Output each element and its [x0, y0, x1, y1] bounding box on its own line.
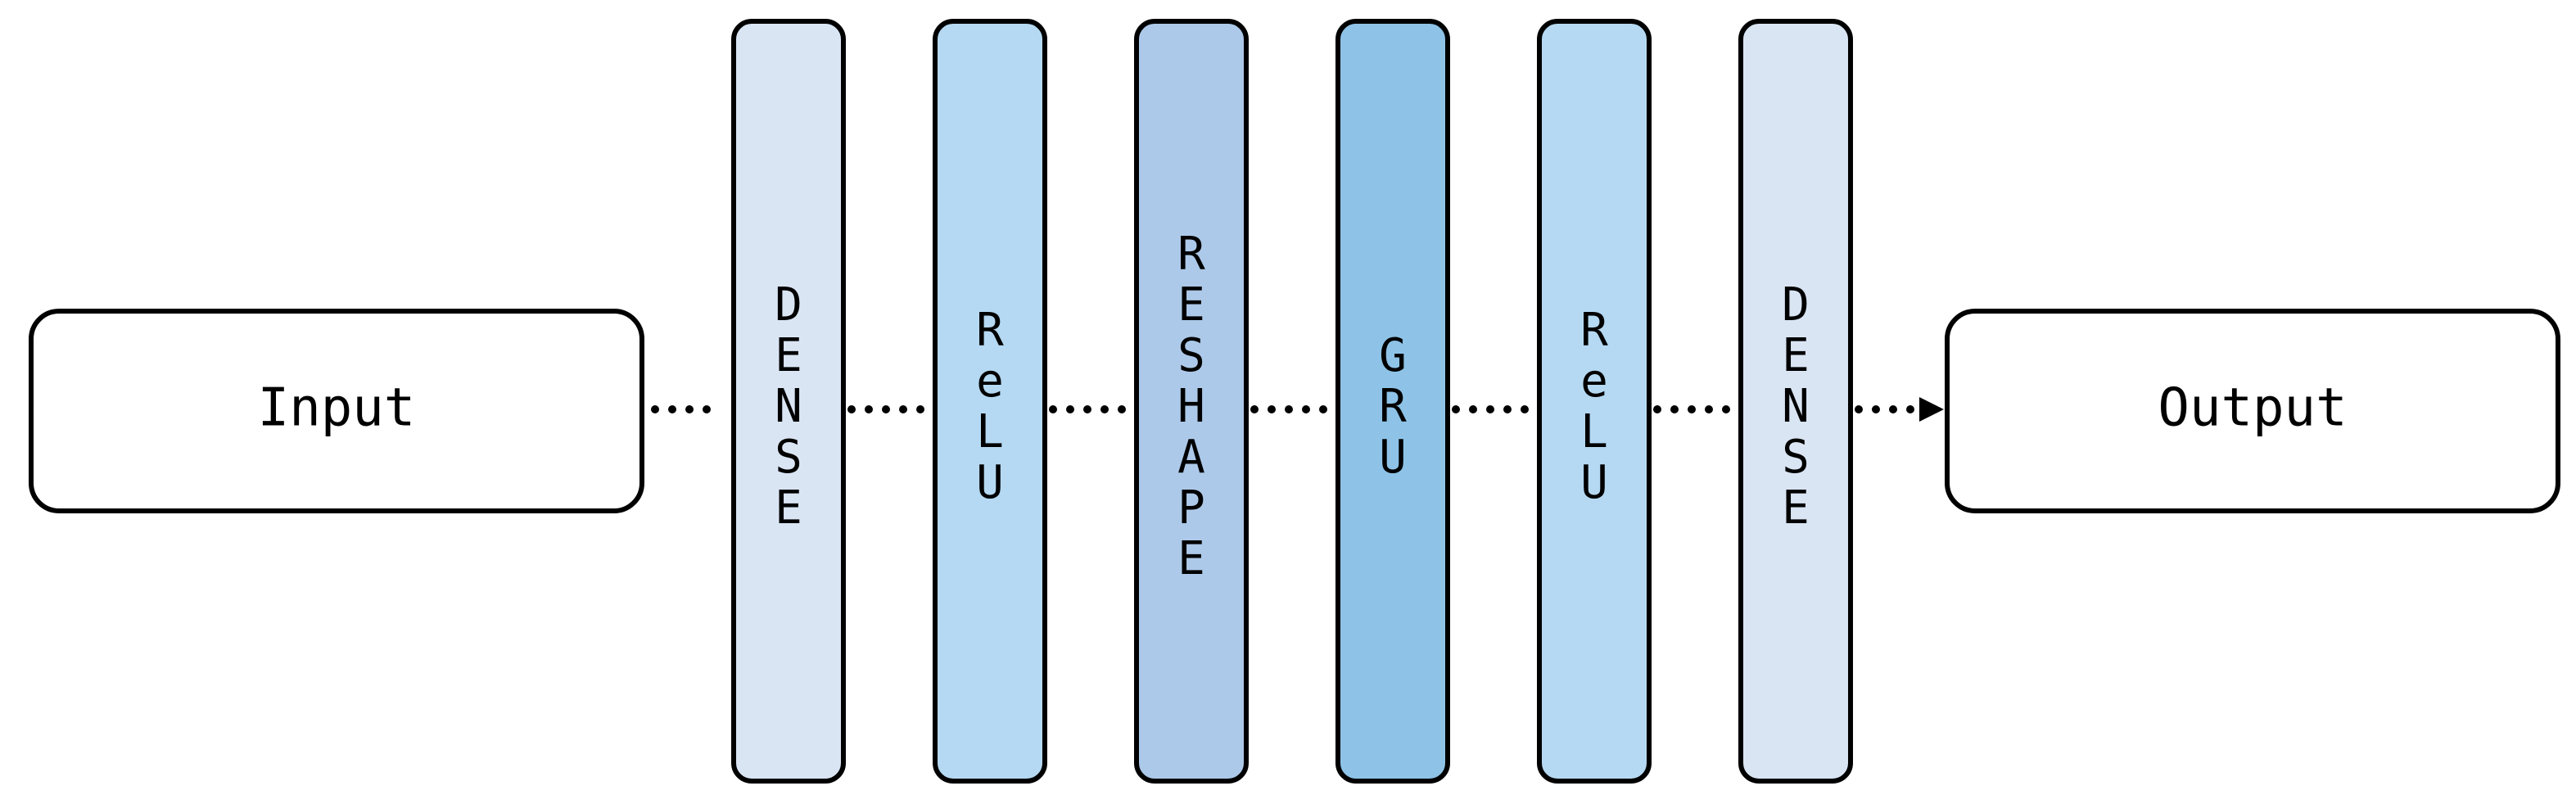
layer-box	[933, 19, 1047, 784]
layer-box	[731, 19, 846, 784]
output-node: Output	[1945, 309, 2560, 513]
layer-box	[1134, 19, 1249, 784]
connectors	[651, 397, 1944, 422]
output-label: Output	[2158, 378, 2347, 439]
layer-box	[1537, 19, 1652, 784]
layer-box	[1738, 19, 1853, 784]
layer-box	[1335, 19, 1450, 784]
input-label: Input	[258, 378, 416, 439]
arrowhead-icon	[1919, 397, 1944, 422]
input-node: Input	[29, 309, 644, 513]
